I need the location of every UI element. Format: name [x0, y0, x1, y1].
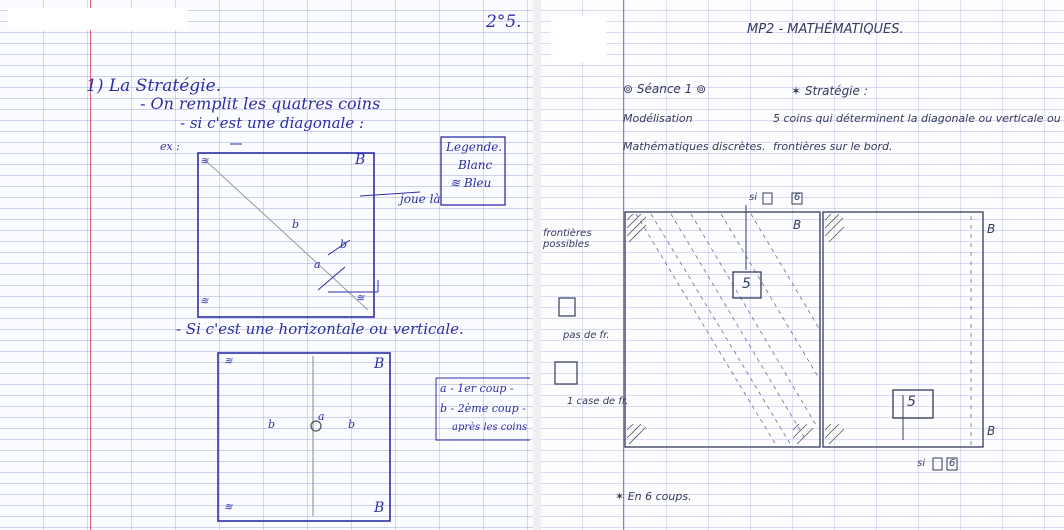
corner-mark-icon: ≋: [224, 502, 232, 513]
corner-hatch: [627, 214, 813, 444]
callout-box: [933, 458, 942, 470]
legend-item-white: Blanc: [458, 158, 492, 172]
label-a: a: [318, 410, 325, 423]
page-gutter: [533, 0, 541, 530]
page-number: 2°5.: [486, 12, 522, 32]
one-border-label: 1 case de fr.: [567, 396, 628, 407]
heading: 1) La Stratégie.: [86, 76, 221, 96]
corner-hatch: [825, 214, 844, 444]
right-drawings: [541, 0, 1064, 530]
callout-box: [763, 193, 772, 204]
no-border-label: pas de fr.: [563, 330, 609, 341]
line-if-horizontal: - Si c'est une horizontale ou verticale.: [176, 320, 464, 338]
corner-mark-icon: ≋: [200, 156, 208, 167]
vertical-line: [318, 267, 345, 290]
modelisation-label: Modélisation: [623, 112, 693, 125]
corner-label-B: B: [374, 356, 384, 372]
board-square-diagonal: [625, 212, 820, 447]
session-label: ⊚ Séance 1 ⊚: [623, 82, 706, 96]
moves-note-line2: b - 2ème coup -: [440, 402, 526, 415]
left-page: 2°5. 1) La Stratégie. - On remplit les q…: [0, 0, 533, 530]
possible-borders-hatching: [636, 214, 820, 445]
label-b: b: [340, 238, 347, 251]
five-label: 5: [907, 394, 916, 410]
if-label: si: [749, 192, 757, 203]
strategy-title: ✶ Stratégie :: [791, 84, 868, 98]
line-fill-corners: - On remplit les quatres coins: [140, 94, 380, 113]
discrete-math-label: Mathématiques discrètes.: [623, 140, 765, 153]
legend-title: Legende.: [446, 140, 502, 154]
possible-borders-label: frontières possibles: [543, 228, 623, 250]
vertical-example-square: [218, 353, 390, 521]
label-B: B: [987, 424, 995, 438]
label-a: a: [314, 258, 321, 271]
if-label: si: [917, 458, 925, 469]
corner-mark-icon: ≋: [356, 293, 364, 304]
line-if-diagonal: - si c'est une diagonale :: [180, 114, 364, 132]
label-b: b: [292, 218, 299, 231]
label-b: b: [348, 418, 355, 431]
small-board-no-border: [559, 298, 575, 316]
corner-mark-icon: ≋: [200, 296, 208, 307]
right-page: MP2 - MATHÉMATIQUES. ⊚ Séance 1 ⊚ Modéli…: [541, 0, 1064, 530]
six-label: 6: [794, 192, 800, 203]
page-title: MP2 - MATHÉMATIQUES.: [747, 22, 904, 37]
corner-mark-icon: ≋: [224, 356, 232, 367]
strategy-line2: frontières sur le bord.: [773, 140, 893, 153]
strategy-line1: 5 coins qui déterminent la diagonale ou …: [773, 112, 1061, 125]
play-here: joue là: [400, 192, 441, 206]
moves-note-line1: a - 1er coup -: [440, 382, 514, 395]
label-B: B: [987, 222, 995, 236]
corner-label-B: B: [355, 152, 365, 168]
corner-label-B: B: [374, 500, 384, 516]
small-board-one-border: [555, 362, 577, 384]
moves-note-line3: après les coins: [452, 422, 527, 433]
diagonal-line: [205, 160, 368, 310]
label-B: B: [793, 218, 801, 232]
label-b: b: [268, 418, 275, 431]
in-six-moves: ✶ En 6 coups.: [615, 490, 692, 503]
left-drawings: [0, 0, 533, 530]
five-label: 5: [742, 276, 751, 292]
legend-item-blue: ≋ Bleu: [450, 176, 491, 190]
example-label: ex :: [160, 140, 180, 153]
six-label: 6: [949, 458, 955, 469]
